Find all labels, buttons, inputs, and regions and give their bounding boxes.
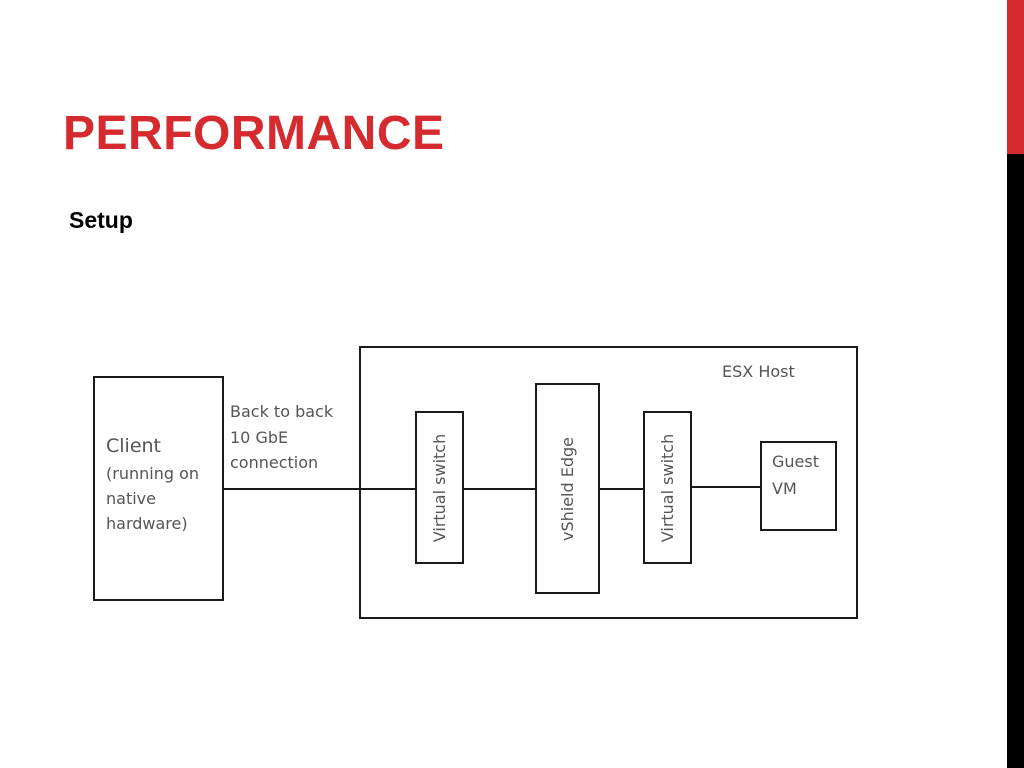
client-title: Client <box>106 435 161 457</box>
client-line-1: (running on <box>106 464 199 483</box>
link-label-line-1: Back to back <box>230 402 334 421</box>
slide-title: PERFORMANCE <box>63 107 445 160</box>
slide-subtitle: Setup <box>69 207 133 233</box>
client-line-2: native <box>106 489 156 508</box>
virtual-switch-1-label: Virtual switch <box>430 434 449 542</box>
guest-vm-line-1: Guest <box>772 452 819 471</box>
virtual-switch-1-box <box>415 411 464 564</box>
client-line-3: hardware) <box>106 514 188 533</box>
esx-host-box <box>359 346 858 619</box>
esx-host-label: ESX Host <box>722 362 795 381</box>
accent-bar-black <box>1007 154 1024 768</box>
link-label-line-2: 10 GbE <box>230 428 288 447</box>
guest-vm-line-2: VM <box>772 479 797 498</box>
vshield-edge-label: vShield Edge <box>558 437 577 541</box>
accent-bar-red <box>1007 0 1024 154</box>
link-label-line-3: connection <box>230 453 318 472</box>
virtual-switch-2-label: Virtual switch <box>658 434 677 542</box>
